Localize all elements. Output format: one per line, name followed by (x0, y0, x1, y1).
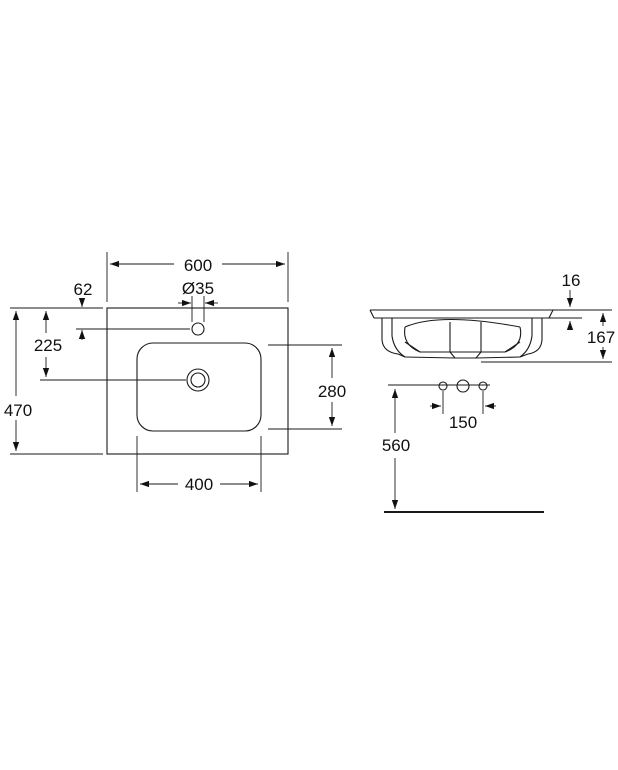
top-view: 600 Ø35 62 225 (4, 252, 351, 494)
dim-mount-height-560: 560 (375, 389, 415, 509)
label-diameter-35: Ø35 (182, 279, 214, 298)
dim-width-600: 600 (106, 252, 289, 302)
label-470: 470 (4, 401, 32, 420)
dim-bowl-depth-280: 280 (268, 344, 351, 430)
label-16: 16 (562, 271, 581, 290)
label-150: 150 (449, 413, 477, 432)
tap-hole-left (438, 381, 448, 391)
basin-profile (369, 309, 554, 359)
side-view: 16 167 150 (369, 271, 618, 513)
dim-drain-offset-225: 225 (28, 307, 186, 381)
dim-bowl-width-400: 400 (136, 436, 262, 494)
tap-hole-right (478, 381, 488, 391)
dim-depth-470: 470 (4, 307, 103, 455)
label-280: 280 (318, 382, 346, 401)
dim-tap-spacing-150: 150 (430, 402, 496, 432)
label-225: 225 (34, 336, 62, 355)
label-600: 600 (184, 256, 212, 275)
dim-height-167: 167 (481, 309, 618, 363)
label-62: 62 (74, 280, 93, 299)
tap-hole (191, 322, 205, 336)
basin-outline (106, 307, 289, 455)
label-560: 560 (382, 436, 410, 455)
label-167: 167 (587, 328, 615, 347)
dim-tap-offset-62: 62 (74, 280, 190, 340)
dim-rim-16: 16 (549, 271, 582, 330)
bowl-outline (136, 342, 262, 432)
drain-inner (190, 372, 206, 388)
drain-outer (186, 368, 210, 392)
tap-hole-center (456, 379, 470, 393)
tap-holes (388, 379, 490, 414)
dim-tap-hole: Ø35 (178, 279, 218, 322)
label-400: 400 (185, 475, 213, 494)
